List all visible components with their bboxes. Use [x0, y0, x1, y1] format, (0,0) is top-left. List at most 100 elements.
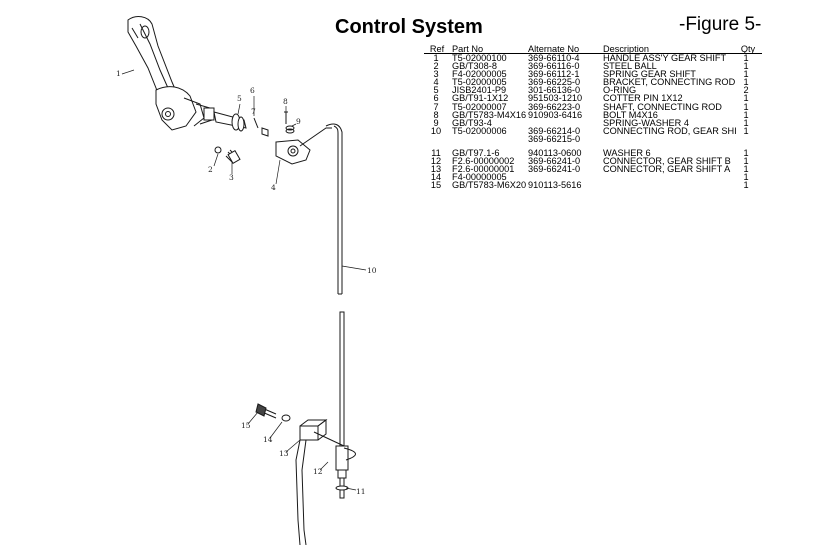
callout-14: 14	[263, 435, 273, 444]
row-qty: 1	[743, 109, 749, 120]
row-qty: 2	[743, 85, 749, 96]
row-ref: 1	[433, 53, 439, 63]
callout-10: 10	[367, 266, 377, 275]
row-description: SPRING GEAR SHIFT	[603, 69, 696, 80]
row-part-no: T5-02000006	[452, 125, 507, 136]
row-part-no: F4-02000005	[452, 69, 507, 80]
table-row: 11 GB/T97.1-6 940113-0600 WASHER 6 1	[424, 148, 762, 159]
row-qty: 1	[743, 69, 749, 80]
row-description: CONNECTOR, GEAR SHIFT B	[603, 156, 731, 167]
table-row: 9 GB/T93-4 SPRING-WASHER 4 1	[424, 117, 762, 128]
row-qty: 1	[743, 117, 749, 128]
row-alt-no: 369-66225-0	[528, 77, 581, 88]
row-part-no: T5-02000007	[452, 101, 507, 112]
row-ref: 3	[433, 69, 439, 80]
bolt-and-washer	[255, 403, 291, 422]
row-part-no: GB/T5783-M6X20	[452, 180, 527, 191]
col-part-header: Part No	[452, 44, 484, 54]
table-row: 2 GB/T308-8 369-66116-0 STEEL BALL 1	[424, 61, 762, 72]
col-alt-header: Alternate No	[528, 44, 580, 54]
callout-4: 4	[271, 183, 276, 192]
callout-12: 12	[313, 467, 323, 476]
row-qty: 1	[743, 125, 749, 136]
shaft-assembly	[213, 111, 295, 137]
row-ref: 15	[430, 180, 442, 191]
row-ref: 11	[431, 148, 441, 159]
row-ref: 8	[433, 109, 439, 120]
col-qty-header: Qty	[740, 44, 756, 54]
callout-6: 6	[250, 86, 255, 95]
callout-5: 5	[237, 94, 242, 103]
row-part-no: F4-00000005	[452, 172, 507, 183]
table-row: 14 F4-00000005 1	[424, 172, 762, 183]
table-row: 3 F4-02000005 369-66112-1 SPRING GEAR SH…	[424, 69, 762, 80]
table-row: 8 GB/T5783-M4X16 910903-6416 BOLT M4X16 …	[424, 109, 762, 120]
row-ref: 2	[433, 61, 439, 72]
col-desc-header: Description	[603, 44, 649, 54]
row-ref: 6	[433, 93, 439, 104]
figure-label: -Figure 5-	[679, 14, 762, 35]
row-description: O-RING	[603, 85, 637, 96]
row-qty: 1	[743, 148, 749, 159]
table-row: 5 JISB2401-P9 301-66136-0 O-RING 2	[424, 85, 762, 96]
row-alt-no: 369-66215-0	[528, 133, 581, 144]
table-row: 15 GB/T5783-M6X20 910113-5616 1	[424, 180, 762, 191]
row-qty: 1	[743, 172, 749, 183]
row-ref: 13	[430, 164, 442, 175]
row-qty: 1	[743, 77, 749, 88]
row-part-no: F2.6-00000002	[452, 156, 515, 167]
row-description: COTTER PIN 1X12	[603, 93, 683, 104]
row-alt-no: 369-66112-1	[528, 69, 580, 80]
callout-9: 9	[296, 117, 301, 126]
table-row: 1 T5-02000100 369-66110-4 HANDLE ASS'Y G…	[424, 53, 762, 63]
row-description: CONNECTING ROD, GEAR SHI	[603, 125, 737, 136]
gear-shift-connectors	[295, 419, 345, 545]
row-part-no: F2.6-00000001	[452, 164, 515, 175]
gear-shift-handle	[127, 16, 215, 131]
row-description: BOLT M4X16	[603, 109, 658, 120]
row-description: WASHER 6	[603, 148, 651, 159]
row-part-no: T5-02000005	[452, 77, 507, 88]
row-ref: 5	[433, 85, 439, 96]
row-alt-no: 301-66136-0	[528, 85, 581, 96]
col-ref-header: Ref	[429, 44, 445, 54]
row-qty: 1	[743, 164, 749, 175]
parts-table: Ref Part No Alternate No Description Qty…	[424, 44, 762, 191]
row-ref: 4	[433, 77, 439, 88]
callout-3: 3	[229, 173, 234, 182]
ball-and-spring	[214, 146, 241, 165]
row-part-no: T5-02000100	[452, 53, 507, 63]
row-qty: 1	[743, 53, 749, 63]
header-rule	[424, 53, 762, 54]
row-qty: 1	[743, 61, 749, 72]
row-description: BRACKET, CONNECTING ROD	[603, 77, 736, 88]
connecting-rod-bracket	[275, 127, 332, 165]
row-alt-no: 940113-0600	[528, 148, 582, 159]
row-part-no: GB/T5783-M4X16	[452, 109, 527, 120]
row-alt-no: 369-66223-0	[528, 101, 581, 112]
table-row: 12 F2.6-00000002 369-66241-0 CONNECTOR, …	[424, 156, 762, 167]
row-part-no: GB/T308-8	[452, 61, 497, 72]
connecting-rod	[325, 123, 356, 499]
row-part-no: GB/T93-4	[452, 117, 492, 128]
table-row: 7 T5-02000007 369-66223-0 SHAFT, CONNECT…	[424, 101, 762, 112]
callout-1: 1	[116, 69, 121, 78]
leader-lines	[121, 69, 367, 491]
row-alt-no: 369-66214-0	[528, 125, 581, 136]
row-ref: 9	[433, 117, 439, 128]
row-alt-no: 951503-1210	[528, 93, 583, 104]
row-part-no: JISB2401-P9	[452, 85, 507, 96]
table-row: 6 GB/T91-1X12 951503-1210 COTTER PIN 1X1…	[424, 93, 762, 104]
row-alt-no: 369-66241-0	[528, 164, 581, 175]
callout-11: 11	[356, 487, 366, 496]
row-ref: 10	[430, 125, 442, 136]
callout-7: 7	[251, 107, 256, 116]
row-alt-no: 369-66110-4	[528, 53, 580, 63]
parts-table-header: Ref Part No Alternate No Description Qty	[424, 44, 762, 54]
row-qty: 1	[743, 156, 749, 167]
row-qty: 1	[743, 101, 749, 112]
row-part-no: GB/T97.1-6	[452, 148, 500, 159]
row-alt-no: 910903-6416	[528, 109, 583, 120]
row-description: CONNECTOR, GEAR SHIFT A	[603, 164, 731, 175]
